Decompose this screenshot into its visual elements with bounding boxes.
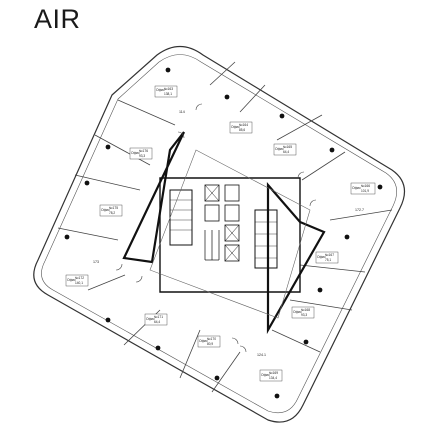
office-label-165: Офис №165 64,4 [273,143,297,156]
svg-text:№166: №166 [361,184,370,188]
svg-text:Офис: Офис [101,208,110,212]
svg-text:№168: №168 [301,308,310,312]
brand-logo: AIR [34,4,81,34]
office-label-168: Офис №168 93,3 [291,306,315,319]
svg-text:Офис: Офис [275,147,284,151]
structural-columns [64,67,383,399]
svg-text:93,3: 93,3 [301,313,307,317]
office-label-170: Офис №170 80,9 [197,335,221,348]
office-label-176: Офис №176 93,3 [129,147,153,160]
svg-text:64,4: 64,4 [283,150,289,154]
svg-text:№176: №176 [139,149,148,153]
svg-text:Офис: Офис [199,339,208,343]
room-partitions [57,61,393,393]
svg-text:Офис: Офис [156,88,165,92]
svg-text:Офис: Офис [67,278,76,282]
office-label-169: Офис №169 134,4 [259,369,283,382]
svg-text:№167: №167 [325,253,334,257]
svg-text:№171: №171 [154,315,163,319]
office-label-172: Офис №172 140,1 [65,274,89,287]
free-label: 124.1 [257,353,266,357]
office-label-164: Офис №164 85,6 [229,121,253,134]
office-label-175: Офис №175 78,2 [99,204,123,217]
building-outer-wall [33,45,406,423]
svg-text:№170: №170 [207,337,216,341]
svg-text:Офис: Офис [317,255,326,259]
office-label-171: Офис №171 64,4 [144,313,168,326]
office-label-166: Офис №166 101,9 [350,182,376,195]
svg-text:Офис: Офис [131,151,140,155]
svg-text:Офис: Офис [352,186,361,190]
svg-text:Офис: Офис [146,317,155,321]
svg-text:№163: №163 [164,87,173,91]
door-swings [115,103,317,353]
svg-text:80,9: 80,9 [207,342,213,346]
svg-text:75,1: 75,1 [325,258,331,262]
free-label: 114 [179,110,185,114]
svg-text:Офис: Офис [293,310,302,314]
svg-text:93,3: 93,3 [139,154,145,158]
office-label-163: Офис №163 138,1 [154,85,178,98]
building-core [122,131,326,335]
svg-text:138,1: 138,1 [164,92,172,96]
svg-text:78,2: 78,2 [109,211,115,215]
svg-text:101,9: 101,9 [361,189,369,193]
svg-text:140,1: 140,1 [75,281,83,285]
office-labels: Офис №163 138,1 Офис №164 85,6 Офис №165… [65,85,376,382]
svg-text:64,4: 64,4 [154,320,160,324]
svg-text:№175: №175 [109,206,118,210]
svg-text:№164: №164 [239,123,248,127]
free-label: 172.7 [355,208,364,212]
office-label-167: Офис №167 75,1 [315,251,339,264]
svg-text:Офис: Офис [261,373,270,377]
svg-text:134,4: 134,4 [269,376,277,380]
svg-text:Офис: Офис [231,125,240,129]
free-label: 173 [93,260,99,264]
svg-text:№165: №165 [283,145,292,149]
building-inner-wall [41,54,398,414]
svg-text:№169: №169 [269,371,278,375]
svg-text:№172: №172 [75,276,84,280]
free-labels: 114 172.7 124.1 173 [93,110,364,357]
svg-text:85,6: 85,6 [239,128,245,132]
